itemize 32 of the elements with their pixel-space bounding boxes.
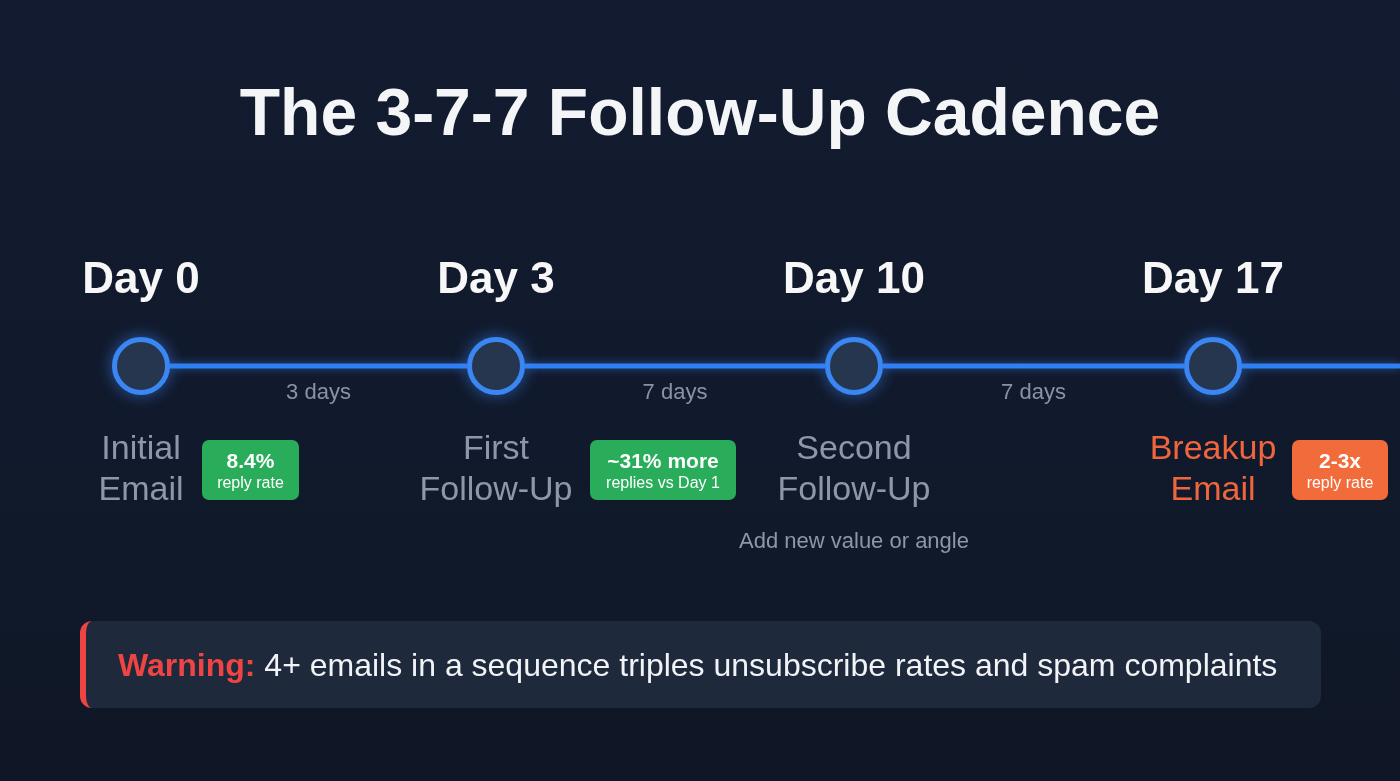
- stat-value: ~31% more: [607, 447, 719, 473]
- title: The 3-7-7 Follow-Up Cadence: [239, 74, 1161, 150]
- day-label: Day 10: [783, 253, 925, 303]
- milestone-circle: [112, 337, 170, 395]
- day-label: Day 17: [1142, 253, 1284, 303]
- timeline-connector: [170, 363, 467, 369]
- step-name: Second Follow-Up: [776, 427, 932, 509]
- milestone-circle: [467, 337, 525, 395]
- step-name: Breakup Email: [1148, 427, 1278, 509]
- warning-text: Warning: 4+ emails in a sequence triples unsubscribe rates and spam complaints: [118, 645, 1278, 684]
- step-name: First Follow-Up: [418, 427, 574, 509]
- stat-badge: [202, 440, 299, 500]
- edge-label: 7 days: [1001, 379, 1066, 405]
- stat-caption: reply rate: [1306, 472, 1374, 493]
- timeline-connector: [883, 363, 1184, 369]
- warning-callout: [80, 621, 1321, 708]
- day-label: Day 0: [82, 253, 200, 303]
- day-label: Day 3: [437, 253, 555, 303]
- timeline-connector: [525, 363, 825, 369]
- stat-caption: replies vs Day 1: [606, 472, 720, 493]
- stat-caption: reply rate: [217, 472, 284, 493]
- edge-label: 3 days: [286, 379, 351, 405]
- timeline-connector: [1242, 363, 1400, 369]
- stat-value: 2-3x: [1319, 447, 1361, 473]
- edge-label: 7 days: [642, 379, 708, 405]
- stat-value: 8.4%: [226, 447, 275, 473]
- stat-badge: [590, 440, 736, 500]
- stat-badge: [1292, 440, 1388, 500]
- step-name: Initial Email: [97, 427, 185, 509]
- step-note: Add new value or angle: [739, 528, 969, 554]
- milestone-circle: [1184, 337, 1242, 395]
- milestone-circle: [825, 337, 883, 395]
